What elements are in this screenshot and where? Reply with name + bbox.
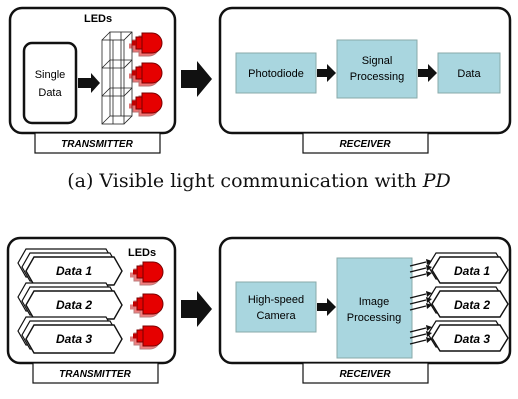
- output-data-label: Data 1: [454, 264, 490, 278]
- led-array-wireframe-a: [101, 31, 133, 125]
- signal-processing-label-line2: Processing: [350, 71, 404, 83]
- image-processing-label-line2: Processing: [347, 312, 401, 324]
- receiver-label-b: RECEIVER: [339, 369, 391, 380]
- signal-processing-block: [336, 39, 418, 99]
- transmitter-label-b: TRANSMITTER: [59, 369, 131, 380]
- output-data-label: Data 2: [454, 298, 490, 312]
- arrow-photodiode-to-signal: [317, 64, 336, 82]
- single-data-label-line1: Single: [35, 69, 66, 81]
- data-stream-3: Data 3: [17, 316, 123, 354]
- data-stream-label: Data 3: [56, 332, 92, 346]
- arrow-tx-to-rx-b: [181, 291, 212, 327]
- transmitter-label-a: TRANSMITTER: [61, 139, 133, 150]
- receiver-label-box-b: [302, 362, 429, 384]
- caption-a-text: (a) Visible light communication with: [67, 170, 417, 192]
- caption-a: (a) Visible light communication with PD: [0, 170, 518, 192]
- camera-label-line1: High-speed: [248, 294, 304, 306]
- output-data-3: Data 3: [427, 320, 509, 352]
- leds-label-a: LEDs: [84, 13, 112, 25]
- photodiode-block: [235, 52, 317, 94]
- fanout-arrows: [409, 259, 432, 345]
- data-output-block: [437, 52, 501, 94]
- transmitter-label-box-a: [34, 132, 161, 154]
- arrow-camera-to-image: [317, 298, 336, 316]
- single-data-box: [22, 41, 78, 125]
- camera-label-line2: Camera: [256, 310, 296, 322]
- arrow-tx-to-rx-a: [181, 61, 212, 97]
- arrow-signal-to-data: [418, 64, 437, 82]
- data-output-label: Data: [457, 68, 481, 80]
- transmitter-label-box-b: [32, 362, 159, 384]
- signal-processing-label-line1: Signal: [362, 55, 393, 67]
- output-data-1: Data 1: [427, 252, 509, 284]
- photodiode-label: Photodiode: [248, 68, 304, 80]
- output-data-label: Data 3: [454, 332, 490, 346]
- single-data-label-line2: Data: [38, 87, 62, 99]
- data-stream-1: Data 1: [17, 248, 123, 286]
- data-stream-label: Data 2: [56, 298, 92, 312]
- receiver-label-box-a: [302, 132, 429, 154]
- figure-b: Data 1 Data 2 Data 3 LEDs TRANSMITTER Hi…: [6, 236, 512, 384]
- image-processing-block: [336, 257, 413, 359]
- image-processing-label-line1: Image: [359, 296, 390, 308]
- leds-label-b: LEDs: [128, 247, 156, 259]
- data-stream-label: Data 1: [56, 264, 92, 278]
- figure-a: Single Data LEDs: [8, 6, 512, 154]
- arrow-data-to-leds-a: [78, 73, 100, 93]
- receiver-label-a: RECEIVER: [339, 139, 391, 150]
- high-speed-camera-block: [235, 281, 317, 333]
- data-stream-2: Data 2: [17, 282, 123, 320]
- caption-a-variable: PD: [422, 170, 451, 192]
- output-data-2: Data 2: [427, 286, 509, 318]
